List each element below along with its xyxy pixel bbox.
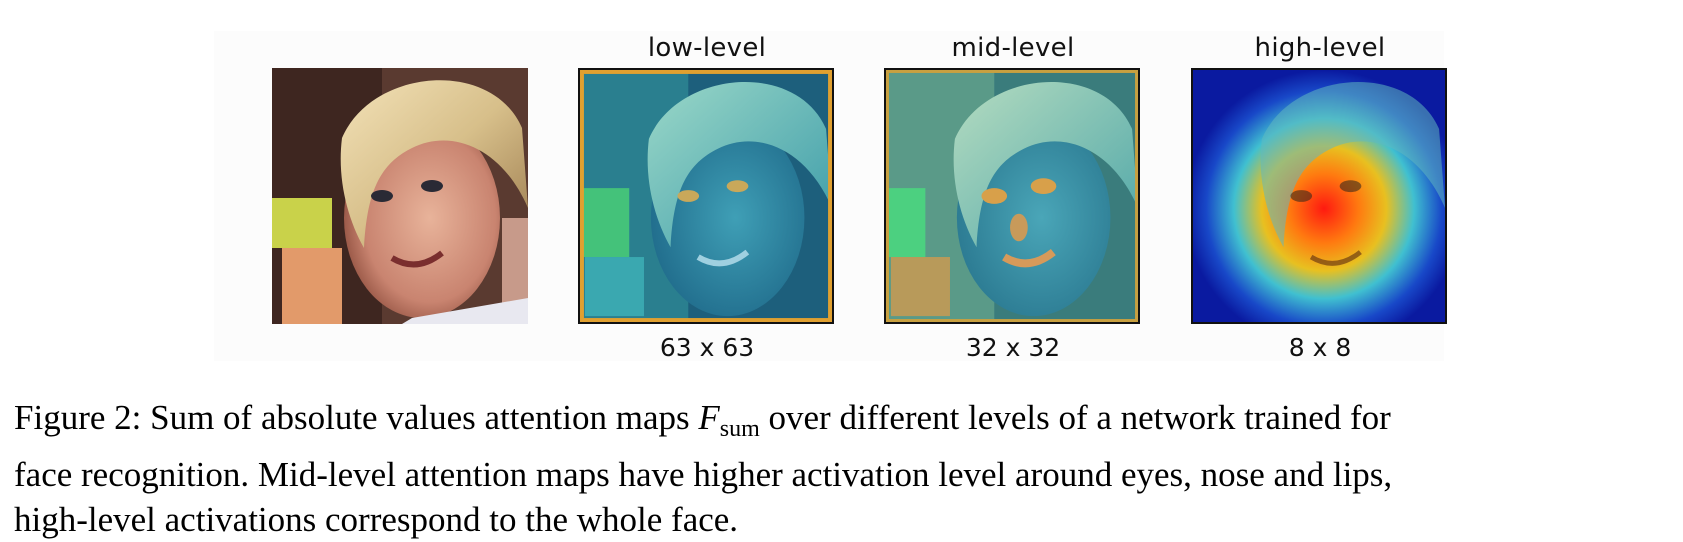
panel-title-low-level: low-level: [647, 33, 767, 63]
figure-caption: Figure 2: Sum of absolute values attenti…: [14, 395, 1674, 542]
mid-level-attention-map: [884, 68, 1140, 324]
figure-label: Figure 2:: [14, 398, 142, 437]
caption-line-1: Figure 2: Sum of absolute values attenti…: [14, 395, 1674, 452]
original-face-photo: [272, 68, 528, 324]
panel-caption-low-level: 63 x 63: [659, 333, 755, 362]
caption-line-2: face recognition. Mid-level attention ma…: [14, 455, 1393, 494]
panel-title-mid-level: mid-level: [951, 33, 1075, 63]
panel-caption-high-level: 8 x 8: [1288, 333, 1352, 362]
caption-line-3: high-level activations correspond to the…: [14, 500, 739, 539]
panel-caption-mid-level: 32 x 32: [965, 333, 1061, 362]
math-symbol: Fsum: [698, 398, 760, 442]
math-subscript: sum: [719, 416, 760, 442]
caption-text-before-math: Sum of absolute values attention maps: [150, 398, 690, 437]
high-level-attention-map: [1191, 68, 1447, 324]
low-level-attention-map: [578, 68, 834, 324]
caption-text-after-math: over different levels of a network train…: [768, 398, 1391, 437]
panel-title-high-level: high-level: [1254, 33, 1386, 63]
